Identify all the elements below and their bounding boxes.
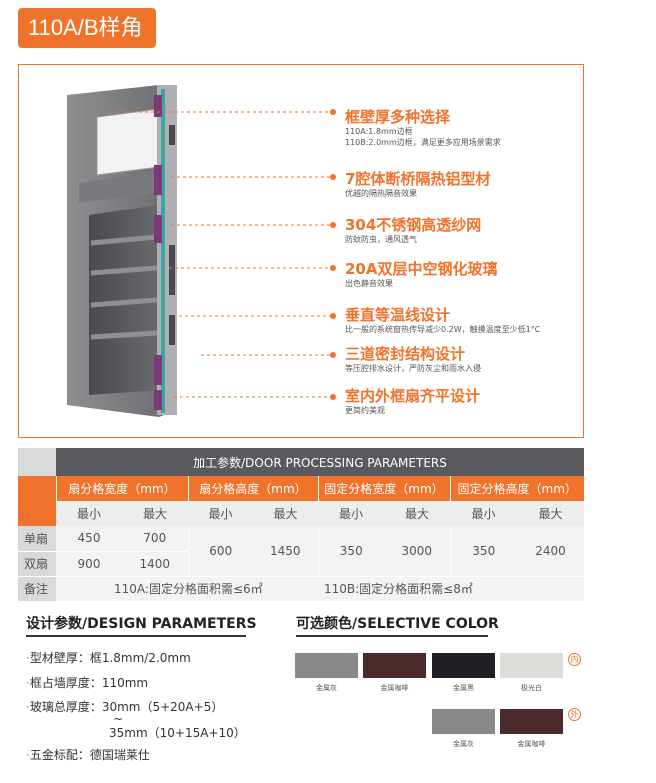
bullet-dot: ·: [26, 676, 30, 690]
color-swatch: [295, 653, 358, 678]
outer-badge: 外: [568, 708, 581, 721]
color-swatch-label: 金属灰: [316, 684, 337, 692]
subheader-min: 最小: [56, 501, 122, 526]
column-header: 固定分格高度（mm）: [449, 476, 584, 501]
subheader-max: 最大: [384, 501, 450, 526]
design-item: ·五金标配：德国瑞莱仕: [26, 748, 150, 762]
bullet-dot: ·: [26, 700, 30, 714]
color-section-title: 可选颜色/SELECTIVE COLOR: [296, 616, 499, 632]
color-swatch-label: 金属咖啡: [380, 684, 409, 692]
feature-desc: 比一般的系统窗热传导减少0.2W，触摸温度至少低1°C: [345, 325, 541, 334]
column-header: 固定分格宽度（mm）: [317, 476, 450, 501]
table-cell: 2400: [517, 526, 584, 576]
feature-isotherm: 垂直等温线设计 比一般的系统窗热传导减少0.2W，触摸温度至少低1°C: [345, 306, 540, 335]
feature-desc: 110A:1.8mm边框: [345, 127, 413, 136]
color-swatch-label: 金属灰: [453, 740, 474, 748]
feature-title: 20A双层中空钢化玻璃: [345, 260, 498, 278]
feature-panel: 框壁厚多种选择 110A:1.8mm边框 110B:2.0mm边框，满足更多应用…: [18, 64, 584, 438]
feature-title: 框壁厚多种选择: [345, 108, 451, 126]
column-header: 扇分格宽度（mm）: [55, 476, 188, 501]
feature-desc: 110B:2.0mm边框，满足更多应用场景需求: [345, 138, 501, 147]
row-label-note: 备注: [18, 575, 56, 601]
note-110a: 110A:固定分格面积需≤6㎡: [56, 575, 318, 601]
feature-desc: 出色静音效果: [345, 279, 393, 288]
feature-desc: 等压腔排水设计，严防灰尘和雨水入侵: [345, 364, 481, 373]
bullet-dot: ·: [26, 651, 30, 665]
design-item: ·型材壁厚：框1.8mm/2.0mm: [26, 651, 191, 665]
table-cell: 450: [56, 526, 122, 551]
design-item: ·玻璃总厚度：30mm（5+20A+5）: [26, 700, 224, 714]
color-swatch-label: 金属黑: [453, 684, 474, 692]
subheader-max: 最大: [517, 501, 584, 526]
table-cell: 600: [187, 526, 253, 576]
color-swatch-label: 金属咖啡: [517, 740, 546, 748]
feature-title: 304不锈钢高透纱网: [345, 216, 482, 234]
color-swatch: [500, 653, 563, 678]
feature-desc: 更简约美观: [345, 406, 385, 415]
table-cell: 900: [56, 550, 122, 576]
window-section-illustration: [67, 85, 336, 417]
row-label-single: 单扇: [18, 526, 56, 551]
table-cell: 350: [449, 526, 517, 576]
design-item: 35mm（10+15A+10）: [109, 726, 246, 740]
subheader-min: 最小: [450, 501, 517, 526]
feature-title: 垂直等温线设计: [345, 306, 451, 324]
table-cell: 700: [122, 526, 188, 551]
table-cell: 3000: [384, 526, 450, 576]
feature-thermal-break: 7腔体断桥隔热铝型材 优越的隔热隔音效果: [345, 170, 490, 199]
color-swatch: [432, 653, 495, 678]
table-cell: 1450: [253, 526, 318, 576]
table-header: 加工参数/DOOR PROCESSING PARAMETERS: [56, 448, 584, 476]
note-110b: 110B:固定分格面积需≤8㎡: [318, 575, 584, 601]
color-swatch: [432, 709, 495, 734]
subheader-min: 最小: [188, 501, 253, 526]
feature-screen-mesh: 304不锈钢高透纱网 防蚊防虫，通风透气: [345, 216, 481, 245]
range-tilde: ~: [113, 712, 124, 726]
design-params-title: 设计参数/DESIGN PARAMETERS: [26, 616, 257, 632]
feature-glass: 20A双层中空钢化玻璃 出色静音效果: [345, 260, 497, 289]
feature-flush-design: 室内外框扇齐平设计 更简约美观: [345, 387, 480, 416]
feature-title: 三道密封结构设计: [345, 345, 466, 363]
feature-title: 7腔体断桥隔热铝型材: [345, 170, 491, 188]
page-title: 110A/B样角: [18, 8, 156, 48]
color-swatch-label: 极光白: [521, 684, 542, 692]
feature-desc: 防蚊防虫，通风透气: [345, 235, 417, 244]
design-item: ·框占墙厚度：110mm: [26, 676, 149, 690]
subheader-max: 最大: [253, 501, 318, 526]
color-swatch: [363, 653, 426, 678]
color-swatch: [500, 709, 563, 734]
table-cell: 1400: [122, 550, 188, 576]
feature-seal: 三道密封结构设计 等压腔排水设计，严防灰尘和雨水入侵: [345, 345, 481, 374]
row-label-double: 双扇: [18, 550, 56, 576]
feature-desc: 优越的隔热隔音效果: [345, 189, 417, 198]
feature-title: 室内外框扇齐平设计: [345, 387, 481, 405]
design-title-underline: [26, 635, 246, 637]
bullet-dot: ·: [26, 748, 30, 762]
processing-parameters-table: 加工参数/DOOR PROCESSING PARAMETERS 扇分格宽度（mm…: [18, 448, 584, 601]
feature-frame-thickness: 框壁厚多种选择 110A:1.8mm边框 110B:2.0mm边框，满足更多应用…: [345, 108, 501, 148]
column-header: 扇分格高度（mm）: [187, 476, 318, 501]
color-title-underline: [296, 635, 488, 637]
table-cell: 350: [317, 526, 384, 576]
inner-badge: 内: [568, 653, 581, 666]
subheader-min: 最小: [318, 501, 384, 526]
subheader-max: 最大: [122, 501, 188, 526]
